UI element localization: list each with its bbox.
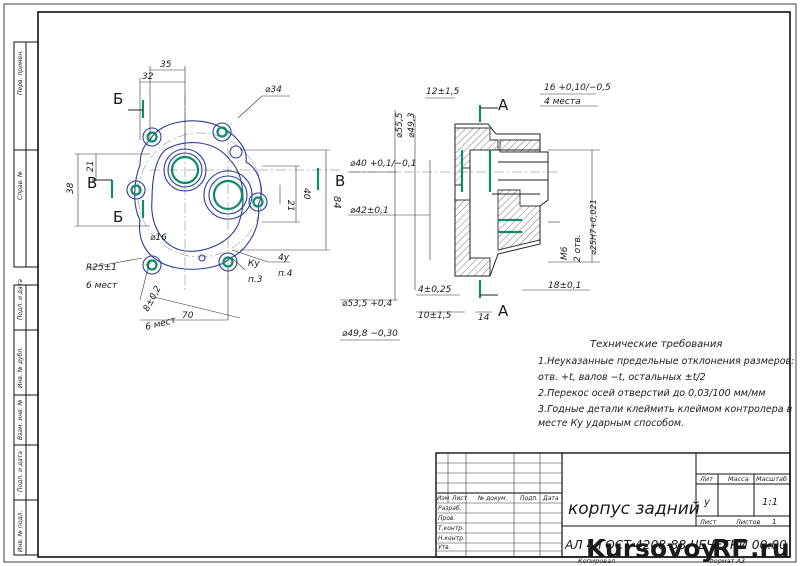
section-b-bottom: Б [113, 208, 123, 226]
dim-d55: ⌀55,5 [395, 112, 405, 138]
watermark-suffix: .ru [750, 534, 790, 563]
title-block: Изм Лист № докум. Подп. Дата Разраб. Про… [435, 452, 791, 565]
format-label: Формат А3 [708, 557, 745, 565]
dim-40: 40 [301, 188, 311, 200]
dim-d34-top: ⌀34 [265, 85, 282, 95]
dim-d16: ⌀16 [150, 233, 167, 243]
section-a-top: А [498, 96, 509, 114]
note-4-places: 4 места [544, 97, 581, 107]
dim-r25: R25±1 [86, 263, 117, 273]
mark-p4: п.4 [278, 269, 293, 279]
technical-requirements: Технические требования 1.Неуказанные пре… [538, 338, 794, 429]
role-approver: Утв. [438, 544, 451, 551]
tech-req-line-4: 3.Годные детали клеймить клеймом контрол… [538, 404, 793, 415]
dim-21-left: 21 [86, 161, 96, 172]
header-lit: Лит [699, 475, 713, 483]
col-sign: Подп. [520, 495, 538, 502]
mark-ku: Ку [248, 259, 260, 269]
sheet-label: Лист [699, 518, 717, 526]
front-view: Б Б В В 32 35 ⌀34 21 38 21 [66, 60, 345, 333]
section-a-bottom: А [498, 302, 509, 320]
part-designation: АЛ 4 ГОСТ 4208-88 ЧЕЧЕТКИ 00.00 [564, 537, 787, 552]
col-doc: № докум. [477, 495, 508, 502]
side-strip: Перв. примен. Справ. № Подп. и дата Инв.… [13, 41, 39, 556]
copied-label: Копировал [578, 557, 615, 565]
lit-value: у [703, 497, 711, 508]
mark-4u: 4у [278, 253, 290, 263]
dim-4: 4±0,25 [418, 285, 452, 295]
side-label-3: Подп. и дата [17, 279, 24, 320]
dim-d40: ⌀40 +0,1/−0,1 [350, 159, 416, 169]
role-checker: Пров. [438, 515, 456, 522]
side-label-5: Взам. инв. № [17, 399, 24, 440]
section-v-right: В [335, 172, 345, 190]
watermark-accent: RF [712, 534, 748, 563]
side-label-2: Справ. № [17, 171, 24, 200]
dim-d49b: ⌀49,8 −0,30 [342, 329, 398, 339]
bolt-bosses [126, 122, 268, 275]
side-label-1: Перв. примен. [17, 50, 24, 95]
section-b-top: Б [113, 90, 123, 108]
sheets-label: Листов [735, 518, 760, 526]
dim-d25: ⌀25Н7+0,021 [589, 199, 598, 255]
sheets-value: 1 [772, 518, 776, 526]
inner-frame [37, 11, 791, 558]
dim-12: 12±1,5 [426, 87, 460, 97]
col-date: Дата [542, 495, 559, 502]
part-title: корпус задний [568, 499, 700, 519]
side-label-4: Инв. № дубл. [17, 347, 24, 388]
thread-m6: М6 [560, 246, 570, 260]
note-2-holes: 2 отв. [573, 234, 583, 262]
tech-req-line-3: 2.Перекос осей отверстий до 0,03/100 мм/… [538, 388, 766, 399]
header-scale: Масштаб [756, 475, 787, 483]
dim-16: 16 +0,10/−0,5 [544, 83, 611, 93]
watermark-prefix: Kursovoy [586, 534, 717, 563]
mark-p3: п.3 [248, 275, 263, 285]
dim-21-right: 21 [285, 200, 295, 211]
dim-8-note: 6 мест [144, 315, 177, 332]
role-developer: Разраб. [438, 505, 462, 512]
watermark: Kursovoy RF .ru [586, 534, 790, 563]
side-label-6: Подп. и дата [17, 451, 24, 492]
role-ncontrol: Н.контр. [438, 535, 465, 542]
dim-d53: ⌀53,5 +0,4 [342, 299, 392, 309]
tech-req-line-2: отв. +t, валов −t, остальных ±t/2 [538, 372, 706, 383]
section-v-left: В [87, 174, 97, 192]
dim-14: 14 [478, 313, 490, 323]
outer-border [3, 3, 797, 563]
dim-84: 84 [331, 196, 342, 209]
side-label-7: Инв. № подл. [17, 511, 24, 552]
dim-18: 18±0,1 [548, 281, 581, 291]
tech-req-line-1: 1.Неуказанные предельные отклонения разм… [538, 356, 794, 367]
dim-r25-note: 6 мест [86, 281, 118, 291]
section-view: А А 12±1,5 ⌀55,5 ⌀49,3 ⌀40 +0,1/−0,1 ⌀42… [340, 83, 611, 341]
dim-d49: ⌀49,3 [407, 112, 417, 138]
dim-35: 35 [160, 60, 172, 70]
col-izm: Изм [437, 495, 450, 502]
tech-req-title: Технические требования [590, 338, 722, 350]
dim-70: 70 [182, 311, 194, 321]
dim-10: 10±1,5 [418, 311, 452, 321]
scale-value: 1:1 [762, 497, 778, 508]
tech-req-line-5: месте Ку ударным способом. [538, 418, 684, 429]
col-list: Лист [451, 495, 468, 502]
dim-d42: ⌀42±0,1 [350, 206, 389, 216]
role-tcontrol: Т.контр. [438, 525, 464, 532]
dim-32: 32 [142, 72, 154, 82]
header-mass: Масса [728, 475, 749, 483]
dim-38: 38 [66, 182, 76, 194]
